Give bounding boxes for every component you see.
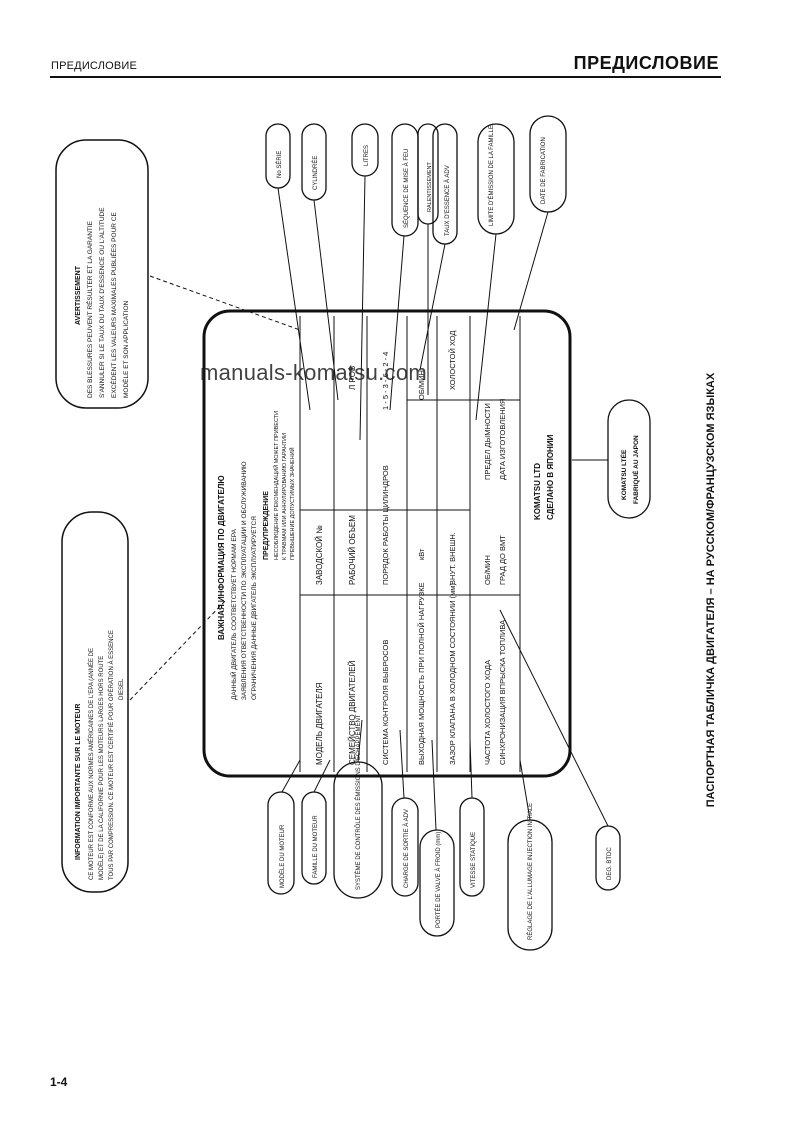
info-left-title: INFORMATION IMPORTANTE SUR LE MOTEUR (75, 704, 82, 860)
row-label-4: ВЫХОДНАЯ МОЩНОСТЬ ПРИ ПОЛНОЙ НАГРУЗКЕ (417, 582, 426, 765)
row-extra-6: ПРЕДЕЛ ДЫМНОСТИ (483, 403, 492, 480)
callouts-bottom (267, 761, 621, 951)
warning-top-line-2: S'ANNULER SI LE TAUX DU TAUX D'ESSENCE O… (99, 207, 106, 398)
row-value-6: ОБ/МИН (483, 555, 492, 585)
callout-top-7: LIMITE D'ÉMISSION DE LA FAMILLE (488, 125, 495, 226)
warning-top-line-3: EXCÈDENT LES VALEURS MAXIMALES PUBLIÉES … (109, 212, 118, 398)
row-label-5: ЗАЗОР КЛАПАНА В ХОЛОДНОМ СОСТОЯНИИ (мм) (448, 583, 457, 765)
callouts-bottom-text: MODÈLE DU MOTEUR FAMILLE DU MOTEUR SYSTÈ… (279, 714, 613, 940)
warning-box-top (55, 139, 149, 409)
warning-top-line-4: MODÈLE ET SON APPLICATION (121, 300, 130, 398)
warning-box-top-text: AVERTISSEMENT DES BLESSURES PEUVENT RÉSU… (75, 207, 130, 398)
callout-bottom-7: RÉGLAGE DE L'ALLUMAGE INJECTION INITIALE (527, 803, 534, 940)
callout-bottom-1: MODÈLE DU MOTEUR (279, 824, 286, 888)
info-left-line-1: CE MOTEUR EST CONFORME AUX NORMES AMÉRIC… (88, 648, 95, 880)
header-right-title: ПРЕДИСЛОВИЕ (573, 53, 719, 73)
header-left-title: ПРЕДИСЛОВИЕ (51, 60, 138, 72)
komatsu-fr-2: FABRIQUÉ AU JAPON (631, 435, 640, 504)
figure-caption: ПАСПОРТНАЯ ТАБЛИЧКА ДВИГАТЕЛЯ – НА РУССК… (705, 372, 717, 808)
callout-top-1: No SÉRIE (276, 151, 283, 178)
callout-bottom-6: VITESSE STATIQUE (471, 832, 477, 888)
row-label-1: МОДЕЛЬ ДВИГАТЕЛЯ (315, 682, 324, 765)
callout-top-6: TAUX D'ESSENCE À ADV (444, 165, 451, 236)
callout-top-5: RALENTISSEMENT (427, 162, 433, 212)
info-box-left-text: INFORMATION IMPORTANTE SUR LE MOTEUR CE … (75, 630, 125, 880)
row-label-2: СЕМЕЙСТВО ДВИГАТЕЛЕЙ (348, 660, 357, 765)
plate-intro-2: ЗАЯВЛЕНИЯ ОТВЕТСТВЕННОСТИ ПО ЭКСПЛУАТАЦИ… (241, 461, 248, 700)
row-extra-4: ОБ/МИН (417, 370, 426, 400)
callout-top-8: DATE DE FABRICATION (541, 137, 547, 204)
row-label-7: СИНХРОНИЗАЦИЯ ВПРЫСКА ТОПЛИВА (498, 620, 507, 765)
leader-lines (129, 175, 609, 831)
row-label-6: ЧАСТОТА ХОЛОСТОГО ХОДА (483, 660, 492, 765)
callout-bottom-8: DEG. BTDC (607, 847, 613, 880)
plate-made-in: СДЕЛАНО В ЯПОНИИ (546, 434, 555, 520)
plate-manufacturer: KOMATSU LTD (533, 463, 542, 520)
row-value-7: ГРАД ДО ВМТ (498, 535, 507, 585)
callout-bottom-4: CHARGE DE SORTIE À ADV (403, 809, 410, 888)
plate-grid (299, 316, 521, 772)
plate-warning-title: ПРЕДУПРЕЖДЕНИЕ (263, 491, 270, 560)
callout-top-2: CYLINDRÉE (312, 156, 319, 190)
callouts-top (265, 115, 567, 245)
header-rule (50, 76, 721, 78)
callout-top-4: SÉQUENCE DE MISE À FEU (403, 149, 410, 228)
komatsu-fr-1: KOMATSU LTÉE (619, 449, 628, 500)
row-label-3: СИСТЕМА КОНТРОЛЯ ВЫБРОСОВ (381, 640, 390, 765)
watermark: manuals-komatsu.com (200, 360, 427, 385)
plate-intro-1: ДАННЫЙ ДВИГАТЕЛЬ СООТВЕТСТВУЕТ НОРМАМ EP… (229, 528, 238, 700)
row-extra-7: ДАТА ИЗГОТОВЛЕНИЯ (498, 399, 507, 480)
row-value-1: ЗАВОДСКОЙ № (315, 525, 324, 585)
warning-top-line-1: DES BLESSURES PEUVENT RÉSULTER ET LA GAR… (85, 220, 94, 398)
warning-top-title: AVERTISSEMENT (75, 265, 82, 325)
callout-bottom-5: PORTÉE DE VALVE À FROID (mm) (435, 832, 442, 928)
row-value-3: ПОРЯДОК РАБОТЫ ЦИЛИНДРОВ (381, 465, 390, 585)
row-value-5: ВНУТ. ВНЕШН. (448, 532, 457, 585)
row-value-4: кВт (417, 548, 426, 560)
plate-warning-3: ПРЕВЫШЕНИЕ ДОПУСТИМЫХ ЗНАЧЕНИЙ (288, 447, 296, 560)
row-extra-3: 1 - 5 - 3 - 6 - 2 - 4 (381, 352, 390, 410)
plate-title: ВАЖНАЯ ИНФОРМАЦИЯ ПО ДВИГАТЕЛЮ (217, 475, 226, 640)
callout-bottom-3: SYSTÈME DE CONTRÔLE DES ÉMISSIONS D'ÉCHA… (355, 714, 362, 890)
callouts-top-text: No SÉRIE CYLINDRÉE LITRES SÉQUENCE DE MI… (276, 125, 547, 236)
engine-plate (202, 309, 572, 778)
callout-bottom-2: FAMILLE DU MOTEUR (313, 815, 319, 878)
plate-warning-2: К ТРАВМАМ ИЛИ АННУЛИРОВАНИЮ ГАРАНТИИ (282, 433, 288, 560)
plate-warning-1: НЕСОБЛЮДЕНИЕ РЕКОМЕНДАЦИЙ МОЖЕТ ПРИВЕСТИ (272, 411, 280, 560)
page-number: 1-4 (50, 1075, 68, 1089)
info-left-line-3: TOUS PAR COMPRESSION. CE MOTEUR EST CERT… (108, 630, 115, 880)
komatsu-oval (607, 399, 651, 519)
info-left-line-2: MODÈLE) ET DE LA CALIFORNIE POUR LES MOT… (98, 656, 105, 880)
info-box-left (61, 511, 129, 893)
plate-intro-3: ОГРАНИЧЕНИЯ ДАННЫЕ ДВИГАТЕЛЬ ЭКСПЛУАТИРУ… (251, 516, 258, 700)
callout-top-3: LITRES (364, 145, 370, 166)
row-extra-2: Л РОВ (348, 366, 357, 390)
info-left-line-4: DIESEL (119, 678, 125, 700)
row-value-2: РАБОЧИЙ ОБЪЕМ (348, 515, 357, 585)
plate-text: ВАЖНАЯ ИНФОРМАЦИЯ ПО ДВИГАТЕЛЮ ДАННЫЙ ДВ… (217, 331, 555, 765)
row-extra-5: ХОЛОСТОЙ ХОД (448, 331, 457, 390)
